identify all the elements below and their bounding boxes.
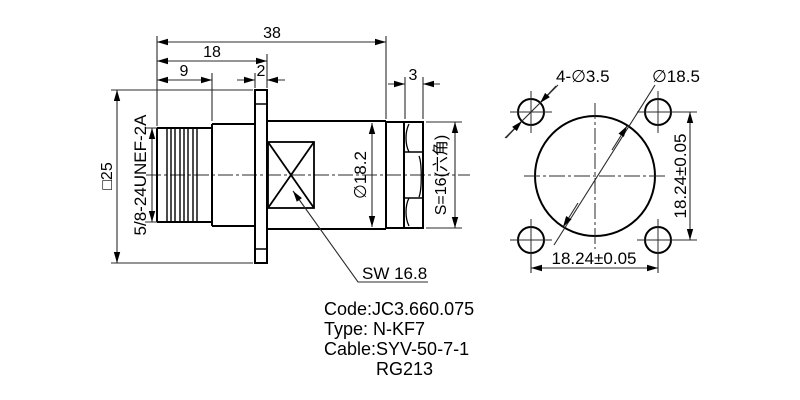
dim-to-flange: 18 xyxy=(203,44,221,61)
front-dimension-lines xyxy=(530,111,697,273)
hex-nut xyxy=(386,121,424,229)
main-body xyxy=(267,120,387,230)
thread-lines xyxy=(166,129,198,221)
wrench-size-label: SW 16.8 xyxy=(362,264,427,283)
note-cable: Cable:SYV-50-7-1 xyxy=(324,339,469,359)
dim-flange-square: □25 xyxy=(99,162,116,190)
hole-pitch-vertical: 18.24±0.05 xyxy=(671,134,690,219)
side-view: 38 18 9 2 3 □25 5/8-24UNEF-2A ∅18.2 S=16… xyxy=(99,25,470,283)
front-centerlines xyxy=(524,103,666,249)
step-cylinder xyxy=(211,123,255,227)
dim-thread-length: 9 xyxy=(180,63,189,80)
circle-diameter-label: ∅18.5 xyxy=(652,67,700,86)
note-code: Code:JC3.660.075 xyxy=(324,299,474,319)
flange-side xyxy=(254,89,268,264)
notes-block: Code:JC3.660.075 Type: N-KF7 Cable:SYV-5… xyxy=(324,299,474,379)
hole-pitch-horizontal: 18.24±0.05 xyxy=(552,249,637,268)
note-cable2: RG213 xyxy=(376,359,433,379)
dim-overall-length: 38 xyxy=(263,25,281,42)
hex-size-label: S=16(六角) xyxy=(432,135,450,215)
body-diameter-label: ∅18.2 xyxy=(351,151,370,199)
front-view: 4-∅3.5 ∅18.5 18.24±0.05 18.24±0.05 xyxy=(504,67,700,273)
thread-cylinder xyxy=(156,127,212,223)
thread-spec-label: 5/8-24UNEF-2A xyxy=(131,114,150,236)
front-leaders xyxy=(504,84,656,246)
crimp-box xyxy=(267,141,315,209)
hole-spec-label: 4-∅3.5 xyxy=(556,67,610,86)
dim-flange-thickness: 2 xyxy=(257,63,266,80)
note-type: Type: N-KF7 xyxy=(324,319,425,339)
dim-hex-thickness: 3 xyxy=(409,67,418,84)
side-dimension-lines xyxy=(111,36,462,283)
